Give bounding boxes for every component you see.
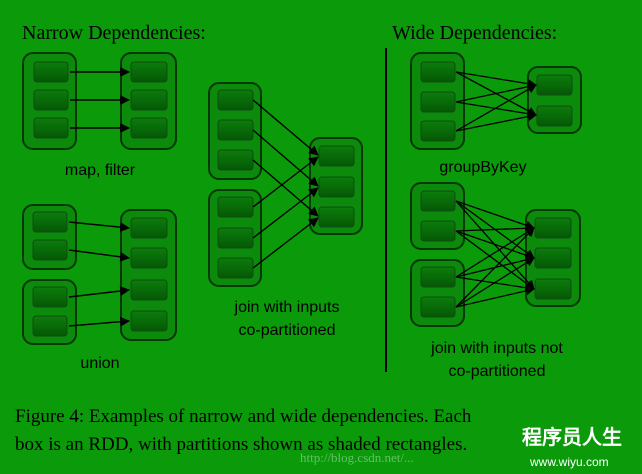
partition	[130, 247, 168, 269]
watermark-brand-url: www.wiyu.com	[529, 455, 609, 469]
partition	[130, 217, 168, 239]
partition	[130, 89, 168, 111]
join-not-copartitioned-example: join with inputs not co-partitioned	[410, 182, 581, 380]
partition	[33, 117, 69, 139]
partition	[534, 247, 572, 269]
partition	[318, 206, 355, 228]
partition	[536, 105, 573, 127]
dependency-arrow	[455, 84, 537, 132]
narrow-title: Narrow Dependencies:	[22, 22, 206, 44]
union-example: union	[22, 204, 177, 372]
dependency-arrow	[68, 286, 130, 298]
partition	[217, 149, 254, 171]
dependency-arrow	[68, 221, 130, 232]
join-not-copartitioned-label-2: co-partitioned	[449, 363, 546, 380]
partition	[130, 310, 168, 332]
watermark-brand: 程序员人生	[522, 425, 622, 449]
partition	[32, 211, 68, 233]
partition	[420, 220, 456, 242]
partition	[420, 61, 456, 83]
dependency-arrow	[252, 156, 319, 208]
partition	[32, 239, 68, 261]
partition	[33, 89, 69, 111]
dependency-arrow	[455, 227, 535, 278]
watermark-url: http://blog.csdn.net/...	[300, 450, 414, 465]
dependency-arrow	[252, 99, 319, 156]
dependency-arrow	[455, 71, 537, 89]
figure-caption-line-1: Figure 4: Examples of narrow and wide de…	[15, 406, 472, 427]
wide-title: Wide Dependencies:	[392, 22, 557, 44]
join-not-copartitioned-label-1: join with inputs not	[430, 340, 563, 357]
groupbykey-example: groupByKey	[410, 52, 582, 176]
dependency-arrow	[455, 286, 535, 308]
partition	[217, 89, 254, 111]
partition	[33, 61, 69, 83]
join-copartitioned-label-2: co-partitioned	[239, 322, 336, 339]
partition	[318, 145, 355, 167]
join-copartitioned-example: join with inputs co-partitioned	[208, 82, 363, 339]
partition	[420, 91, 456, 113]
partition	[217, 119, 254, 141]
partition	[217, 257, 254, 279]
dependency-arrow	[455, 82, 537, 103]
union-label: union	[80, 355, 119, 372]
partition	[420, 296, 456, 318]
partition	[420, 120, 456, 142]
figure-caption-line-2: box is an RDD, with partitions shown as …	[15, 434, 467, 455]
partition	[130, 117, 168, 139]
map-filter-label: map, filter	[65, 162, 136, 179]
dependency-arrow	[252, 159, 319, 217]
dependency-arrow	[252, 217, 319, 269]
join-copartitioned-label-1: join with inputs	[234, 299, 340, 316]
rdd-box	[120, 209, 177, 341]
partition	[130, 61, 168, 83]
partition	[420, 266, 456, 288]
partition	[534, 217, 572, 239]
partition	[534, 278, 572, 300]
map-filter-example: map, filter	[22, 52, 177, 179]
dependency-arrow	[455, 227, 535, 308]
partition	[130, 279, 168, 301]
partition	[32, 315, 68, 337]
dependency-arrow	[455, 223, 535, 233]
dependency-arrow	[252, 129, 319, 187]
dependency-arrow	[68, 316, 130, 327]
dependency-arrow	[68, 249, 130, 262]
partition	[420, 190, 456, 212]
partition	[318, 176, 355, 198]
partition	[536, 74, 573, 96]
partition	[217, 227, 254, 249]
dependency-arrow	[252, 187, 319, 239]
partition	[32, 286, 68, 308]
dependency-arrow	[455, 257, 535, 308]
dependency-arrow	[455, 112, 537, 132]
groupbykey-label: groupByKey	[439, 159, 526, 176]
dependency-arrow	[455, 200, 535, 230]
partition	[217, 196, 254, 218]
dependency-arrow	[455, 230, 535, 290]
dependency-arrow	[455, 230, 535, 260]
